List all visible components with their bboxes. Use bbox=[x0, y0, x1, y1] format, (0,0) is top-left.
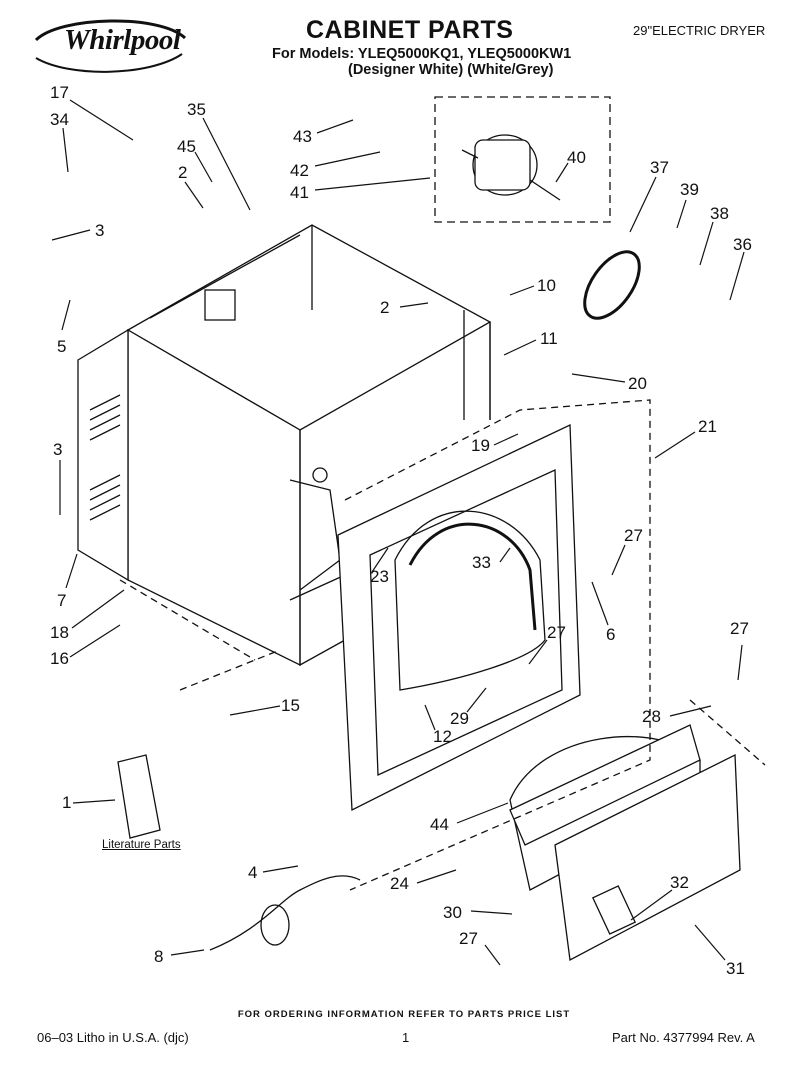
callout-numbers: 17 34 35 45 2 3 5 43 42 41 40 37 39 38 3… bbox=[50, 83, 752, 978]
callout-40: 40 bbox=[567, 148, 586, 167]
callout-35: 35 bbox=[187, 100, 206, 119]
callout-23: 23 bbox=[370, 567, 389, 586]
callout-24: 24 bbox=[390, 874, 409, 893]
callout-31: 31 bbox=[726, 959, 745, 978]
callout-39: 39 bbox=[680, 180, 699, 199]
callout-42: 42 bbox=[290, 161, 309, 180]
callout-12: 12 bbox=[433, 727, 452, 746]
callout-leaders bbox=[51, 99, 745, 966]
callout-29: 29 bbox=[450, 709, 469, 728]
callout-6: 6 bbox=[606, 625, 615, 644]
callout-43: 43 bbox=[293, 127, 312, 146]
literature-parts-illustration bbox=[117, 754, 161, 839]
callout-34: 34 bbox=[50, 110, 69, 129]
whirlpool-logo bbox=[34, 19, 187, 73]
callout-2: 2 bbox=[178, 163, 187, 182]
callout-1: 1 bbox=[62, 793, 71, 812]
callout-41: 41 bbox=[290, 183, 309, 202]
callout-5: 5 bbox=[57, 337, 66, 356]
callout-3: 3 bbox=[95, 221, 104, 240]
model-numbers: For Models: YLEQ5000KQ1, YLEQ5000KW1 bbox=[272, 46, 572, 62]
page-number: 1 bbox=[402, 1030, 410, 1045]
callout-28: 28 bbox=[642, 707, 661, 726]
callout-37: 37 bbox=[650, 158, 669, 177]
callout-19: 19 bbox=[471, 436, 490, 455]
cabinet-illustration bbox=[77, 224, 492, 667]
model-variants: (Designer White) (White/Grey) bbox=[348, 62, 554, 78]
callout-20: 20 bbox=[628, 374, 647, 393]
callout-7: 7 bbox=[57, 591, 66, 610]
callout-45: 45 bbox=[177, 137, 196, 156]
callout-16: 16 bbox=[50, 649, 69, 668]
callout-17: 17 bbox=[50, 83, 69, 102]
callout-3: 3 bbox=[53, 440, 62, 459]
callout-38: 38 bbox=[710, 204, 729, 223]
literature-parts-label: Literature Parts bbox=[102, 839, 181, 851]
callout-33: 33 bbox=[472, 553, 491, 572]
callout-27: 27 bbox=[547, 623, 566, 642]
part-number: Part No. 4377994 Rev. A bbox=[612, 1030, 755, 1045]
callout-11: 11 bbox=[540, 329, 558, 348]
callout-27: 27 bbox=[624, 526, 643, 545]
callout-21: 21 bbox=[698, 417, 717, 436]
callout-15: 15 bbox=[281, 696, 300, 715]
page-title: CABINET PARTS bbox=[306, 16, 514, 44]
callout-8: 8 bbox=[154, 947, 163, 966]
callout-10: 10 bbox=[537, 276, 556, 295]
litho-note: 06–03 Litho in U.S.A. (djc) bbox=[37, 1030, 189, 1045]
power-cord-illustration bbox=[209, 875, 361, 951]
callout-30: 30 bbox=[443, 903, 462, 922]
motor-illustration bbox=[461, 134, 561, 201]
callout-27: 27 bbox=[459, 929, 478, 948]
callout-36: 36 bbox=[733, 235, 752, 254]
callout-4: 4 bbox=[248, 863, 257, 882]
drive-belt bbox=[583, 250, 641, 320]
ordering-note: FOR ORDERING INFORMATION REFER TO PARTS … bbox=[237, 1009, 571, 1020]
callout-44: 44 bbox=[430, 815, 449, 834]
brand-wordmark: Whirlpool bbox=[64, 24, 181, 56]
callout-2: 2 bbox=[380, 298, 389, 317]
callout-32: 32 bbox=[670, 873, 689, 892]
product-type: 29"ELECTRIC DRYER bbox=[633, 23, 766, 38]
front-panel-illustration bbox=[337, 423, 581, 812]
callout-27: 27 bbox=[730, 619, 749, 638]
door-illustration bbox=[509, 724, 741, 962]
callout-18: 18 bbox=[50, 623, 69, 642]
